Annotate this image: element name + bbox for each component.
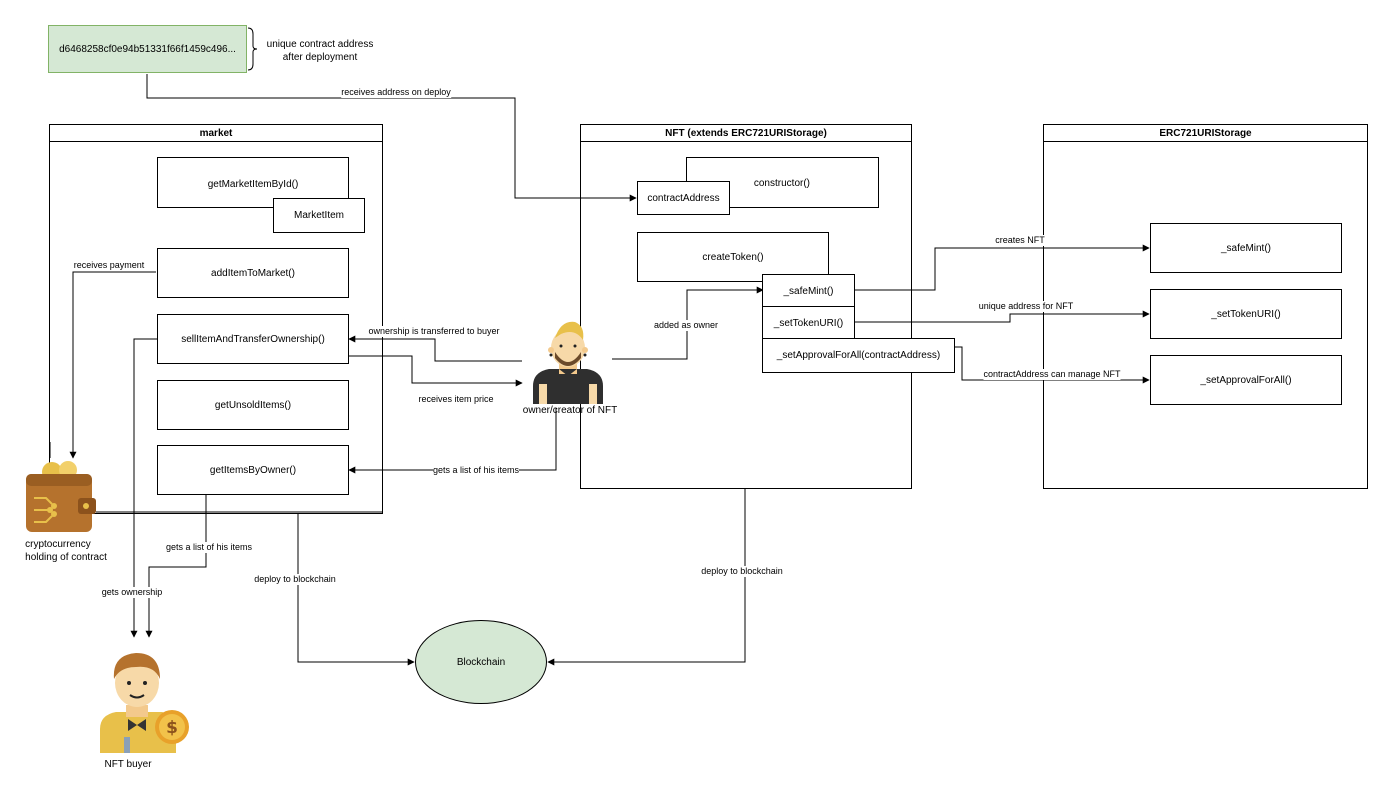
blockchain-label: Blockchain bbox=[456, 656, 506, 668]
label-deploy-left: deploy to blockchain bbox=[254, 574, 336, 585]
label-creates-nft: creates NFT bbox=[995, 235, 1045, 246]
edge-receives-address bbox=[146, 74, 637, 202]
nft-safe-mint-label: _safeMint() bbox=[783, 285, 834, 297]
label-ownership-transferred: ownership is transferred to buyer bbox=[368, 326, 500, 337]
constructor-label: constructor() bbox=[753, 178, 810, 189]
erc-safe-mint-label: _safeMint() bbox=[1220, 242, 1271, 254]
buyer-caption: NFT buyer bbox=[104, 759, 152, 770]
get-unsold-items-box: getUnsoldItems() bbox=[157, 380, 349, 430]
market-header: market bbox=[50, 125, 382, 142]
wallet-caption-line1: cryptocurrency bbox=[25, 539, 91, 550]
label-gets-ownership: gets ownership bbox=[101, 587, 163, 598]
edge-list-owner bbox=[348, 408, 557, 474]
label-gets-list-buyer: gets a list of his items bbox=[165, 542, 253, 553]
edge-gets-ownership bbox=[130, 338, 157, 638]
sell-item-label: sellItemAndTransferOwnership() bbox=[181, 333, 325, 345]
nft-set-token-uri-label: _setTokenURI() bbox=[773, 317, 844, 329]
add-item-to-market-label: addItemToMarket() bbox=[211, 267, 295, 279]
label-contract-manage: contractAddress can manage NFT bbox=[983, 369, 1121, 380]
contract-address-field-box: contractAddress bbox=[637, 181, 730, 215]
wallet-caption: cryptocurrency holding of contract bbox=[25, 538, 107, 564]
get-market-item-by-id-label: getMarketItemById() bbox=[207, 179, 299, 190]
add-item-to-market-box: addItemToMarket() bbox=[157, 248, 349, 298]
contract-address-box: d6468258cf0e94b51331f66f1459c496... bbox=[48, 25, 247, 73]
label-added-as-owner: added as owner bbox=[653, 320, 719, 331]
svg-text:$: $ bbox=[166, 718, 178, 738]
erc-set-approval-label: _setApprovalForAll() bbox=[1200, 374, 1292, 386]
nft-set-approval-box: _setApprovalForAll(contractAddress) bbox=[762, 338, 955, 373]
edge-contract-manage bbox=[954, 346, 1150, 384]
address-brace bbox=[247, 27, 258, 71]
wallet-caption-line2: holding of contract bbox=[25, 552, 107, 563]
address-note-line2: after deployment bbox=[282, 52, 358, 63]
label-receives-item-price: receives item price bbox=[418, 394, 494, 405]
label-receives-payment: receives payment bbox=[73, 260, 145, 271]
edge-unique-address bbox=[854, 310, 1150, 323]
nft-header: NFT (extends ERC721URIStorage) bbox=[581, 125, 911, 142]
create-token-box: createToken() bbox=[637, 232, 829, 282]
label-unique-address: unique address for NFT bbox=[978, 301, 1074, 312]
erc-set-token-uri-box: _setTokenURI() bbox=[1150, 289, 1342, 339]
edge-creates-nft bbox=[854, 244, 1150, 291]
erc-header: ERC721URIStorage bbox=[1044, 125, 1367, 142]
get-unsold-items-label: getUnsoldItems() bbox=[214, 399, 292, 411]
edge-list-buyer bbox=[145, 495, 207, 638]
buyer-avatar-icon: $ bbox=[100, 653, 189, 753]
market-item-box: MarketItem bbox=[273, 198, 365, 233]
label-receives-address: receives address on deploy bbox=[341, 87, 451, 98]
edge-item-price bbox=[349, 355, 523, 387]
edge-ownership-transfer bbox=[348, 335, 522, 362]
blockchain-node: Blockchain bbox=[415, 620, 547, 704]
edge-deploy-right bbox=[547, 489, 746, 666]
get-items-by-owner-box: getItemsByOwner() bbox=[157, 445, 349, 495]
erc-set-token-uri-label: _setTokenURI() bbox=[1211, 308, 1281, 320]
create-token-label: createToken() bbox=[702, 251, 764, 263]
nft-set-approval-label: _setApprovalForAll(contractAddress) bbox=[776, 350, 941, 361]
label-gets-list-owner: gets a list of his items bbox=[432, 465, 520, 476]
erc-safe-mint-box: _safeMint() bbox=[1150, 223, 1342, 273]
nft-set-token-uri-box: _setTokenURI() bbox=[762, 306, 855, 340]
address-note: unique contract address after deployment bbox=[267, 38, 374, 64]
address-note-line1: unique contract address bbox=[266, 39, 374, 50]
edge-receives-payment bbox=[69, 271, 156, 459]
contract-address-text: d6468258cf0e94b51331f66f1459c496... bbox=[59, 43, 236, 55]
wallet-icon bbox=[26, 461, 96, 532]
owner-avatar-icon bbox=[533, 321, 603, 404]
market-container: market bbox=[49, 124, 383, 514]
owner-caption: owner/creator of NFT bbox=[522, 405, 618, 416]
erc-set-approval-box: _setApprovalForAll() bbox=[1150, 355, 1342, 405]
nft-safe-mint-box: _safeMint() bbox=[762, 274, 855, 308]
contract-address-field-label: contractAddress bbox=[647, 192, 720, 204]
nft-container: NFT (extends ERC721URIStorage) bbox=[580, 124, 912, 489]
edge-deploy-left bbox=[297, 514, 415, 666]
market-item-label: MarketItem bbox=[293, 210, 344, 221]
label-deploy-right: deploy to blockchain bbox=[701, 566, 783, 577]
get-items-by-owner-label: getItemsByOwner() bbox=[209, 464, 297, 476]
sell-item-box: sellItemAndTransferOwnership() bbox=[157, 314, 349, 364]
